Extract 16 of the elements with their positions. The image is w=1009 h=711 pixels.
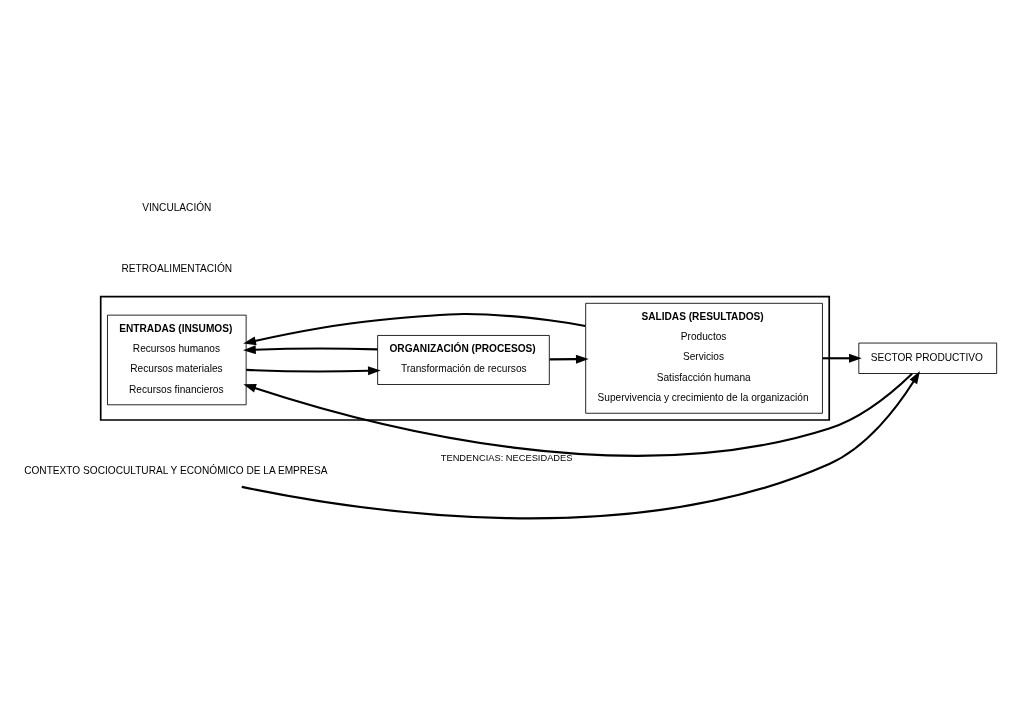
node-box: SECTOR PRODUCTIVO [858,342,998,374]
label: VINCULACIÓN [142,201,212,213]
node-box: ORGANIZACIÓN (PROCESOS) Transformación de recursos [377,334,550,385]
arrow [822,353,862,363]
node-box: SALIDAS (RESULTADOS) Productos Servicios Satisfacción humana Supervivencia y crecimiento de la organización [585,302,823,414]
label: RETROALIMENTACIÓN [121,262,233,274]
arrow [243,312,586,345]
arrow [246,365,381,375]
edge-label: TENDENCIAS: NECESIDADES [440,452,573,463]
arrow [243,344,378,354]
node-text: CONTEXTO SOCIOCULTURAL Y ECONÓMICO DE LA EMPRESA [24,464,328,476]
arrow [549,354,589,364]
arrow [243,372,913,457]
cluster [99,295,831,421]
node-box: ENTRADAS (INSUMOS) Recursos humanos Recursos materiales Recursos financieros [107,314,247,405]
arrow [241,370,920,519]
